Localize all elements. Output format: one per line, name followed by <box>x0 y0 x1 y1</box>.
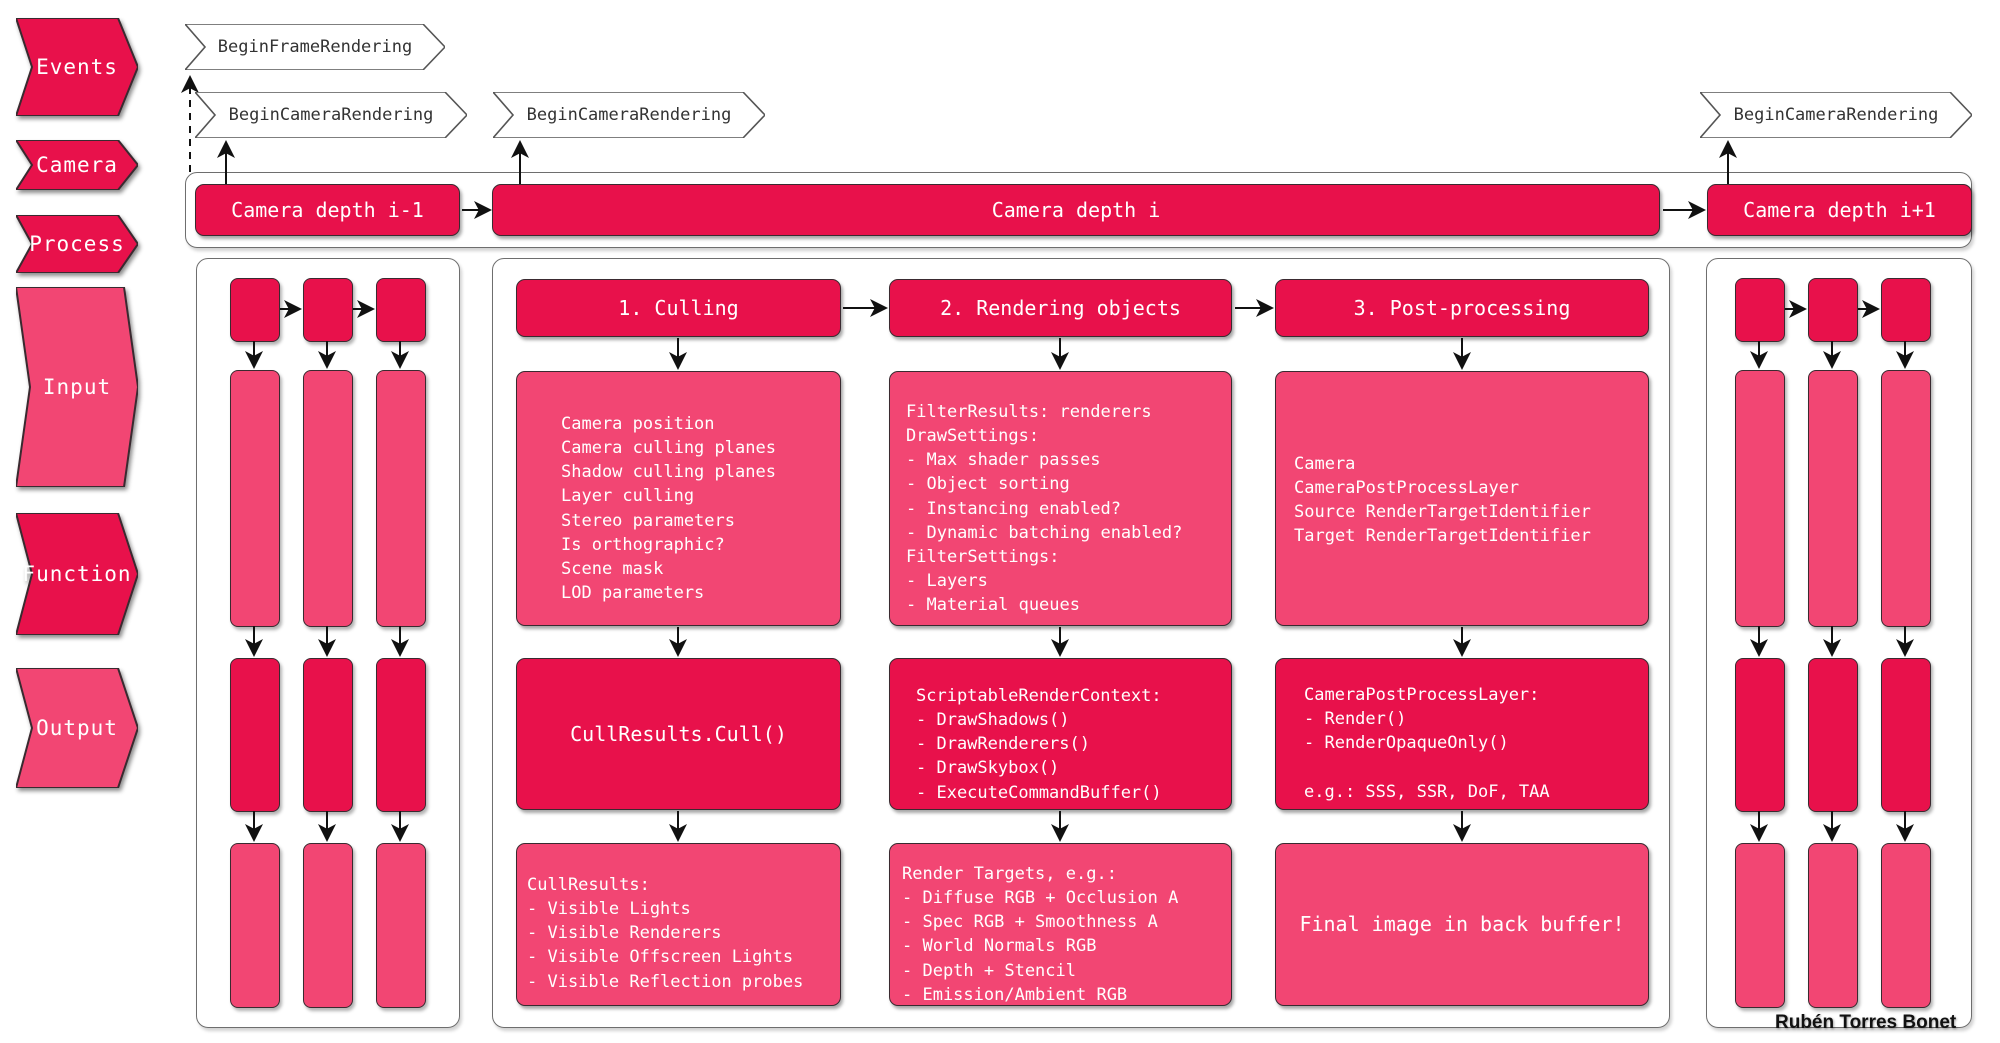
side-block <box>303 278 353 342</box>
process-label: 3. Post-processing <box>1353 295 1571 320</box>
row-label-text: Output <box>36 716 118 740</box>
side-block <box>1735 370 1785 627</box>
output-text: CullResults: - Visible Lights - Visible … <box>527 875 804 992</box>
row-label-text: Input <box>42 375 112 399</box>
function-text: CameraPostProcessLayer: - Render() - Ren… <box>1304 685 1550 802</box>
process-box-post-processing[interactable]: 3. Post-processing <box>1275 279 1649 337</box>
input-box-post-processing: Camera CameraPostProcessLayer Source Ren… <box>1275 371 1649 626</box>
event-begin-camera-rendering-1[interactable]: BeginCameraRendering <box>195 92 467 138</box>
side-block <box>1808 278 1858 342</box>
side-block <box>303 370 353 627</box>
input-text: Camera CameraPostProcessLayer Source Ren… <box>1294 454 1591 547</box>
side-block <box>376 278 426 342</box>
row-label-text: Function <box>22 562 132 586</box>
banner-shape-icon <box>16 513 138 635</box>
row-label-events: Events <box>16 18 138 116</box>
banner-shape-icon <box>16 287 138 487</box>
output-box-culling: CullResults: - Visible Lights - Visible … <box>516 843 841 1006</box>
function-text: ScriptableRenderContext: - DrawShadows()… <box>916 686 1162 803</box>
side-block <box>303 843 353 1008</box>
process-label: 1. Culling <box>618 295 739 320</box>
event-label: BeginCameraRendering <box>526 105 732 125</box>
row-label-text: Camera <box>36 153 118 177</box>
output-text: Final image in back buffer! <box>1299 912 1625 937</box>
banner-shape-icon <box>16 140 138 190</box>
process-label: 2. Rendering objects <box>940 295 1181 320</box>
banner-shape-icon <box>16 215 138 273</box>
output-box-rendering-objects: Render Targets, e.g.: - Diffuse RGB + Oc… <box>889 843 1232 1006</box>
chevron-shape-icon <box>493 92 765 138</box>
process-box-culling[interactable]: 1. Culling <box>516 279 841 337</box>
chevron-shape-icon <box>185 24 445 70</box>
side-block <box>1735 658 1785 812</box>
side-block <box>230 278 280 342</box>
side-block <box>1808 658 1858 812</box>
row-label-text: Process <box>29 232 125 256</box>
chevron-shape-icon <box>195 92 467 138</box>
side-block <box>303 658 353 812</box>
event-label: BeginCameraRendering <box>228 105 434 125</box>
current-camera-pipeline-panel <box>492 258 1670 1028</box>
side-block <box>230 370 280 627</box>
event-begin-camera-rendering-2[interactable]: BeginCameraRendering <box>493 92 765 138</box>
banner-shape-icon <box>16 668 138 788</box>
previous-camera-pipeline-panel <box>196 258 460 1028</box>
output-box-post-processing: Final image in back buffer! <box>1275 843 1649 1006</box>
function-box-culling: CullResults.Cull() <box>516 658 841 810</box>
next-camera-pipeline-panel <box>1706 258 1972 1028</box>
output-text: Render Targets, e.g.: - Diffuse RGB + Oc… <box>902 864 1179 1005</box>
row-label-camera: Camera <box>16 140 138 190</box>
side-block <box>376 658 426 812</box>
function-text: CullResults.Cull() <box>570 721 787 746</box>
side-block <box>1881 843 1931 1008</box>
row-label-text: Events <box>36 55 118 79</box>
chevron-shape-icon <box>1700 92 1972 138</box>
side-block <box>376 843 426 1008</box>
camera-box-current[interactable]: Camera depth i <box>492 184 1660 236</box>
input-text: FilterResults: renderers DrawSettings: -… <box>906 402 1183 615</box>
camera-label: Camera depth i <box>991 197 1161 222</box>
input-box-rendering-objects: FilterResults: renderers DrawSettings: -… <box>889 371 1232 626</box>
row-label-process: Process <box>16 215 138 273</box>
camera-label: Camera depth i+1 <box>1743 197 1936 222</box>
side-block <box>1881 278 1931 342</box>
side-block <box>1808 370 1858 627</box>
function-box-post-processing: CameraPostProcessLayer: - Render() - Ren… <box>1275 658 1649 810</box>
side-block <box>1881 658 1931 812</box>
camera-label: Camera depth i-1 <box>231 197 424 222</box>
author-signature: Rubén Torres Bonet <box>1775 1012 1957 1033</box>
event-begin-frame-rendering[interactable]: BeginFrameRendering <box>185 24 445 70</box>
side-block <box>1735 278 1785 342</box>
row-label-input: Input <box>16 287 138 487</box>
camera-box-next[interactable]: Camera depth i+1 <box>1707 184 1972 236</box>
side-block <box>230 658 280 812</box>
input-text: Camera position Camera culling planes Sh… <box>561 414 776 603</box>
event-label: BeginFrameRendering <box>217 37 413 57</box>
event-begin-camera-rendering-3[interactable]: BeginCameraRendering <box>1700 92 1972 138</box>
process-box-rendering-objects[interactable]: 2. Rendering objects <box>889 279 1232 337</box>
side-block <box>230 843 280 1008</box>
side-block <box>376 370 426 627</box>
side-block <box>1808 843 1858 1008</box>
side-block <box>1735 843 1785 1008</box>
side-block <box>1881 370 1931 627</box>
camera-box-previous[interactable]: Camera depth i-1 <box>195 184 460 236</box>
input-box-culling: Camera position Camera culling planes Sh… <box>516 371 841 626</box>
function-box-rendering-objects: ScriptableRenderContext: - DrawShadows()… <box>889 658 1232 810</box>
row-label-function: Function <box>16 513 138 635</box>
event-label: BeginCameraRendering <box>1733 105 1939 125</box>
banner-shape-icon <box>16 18 138 116</box>
row-label-output: Output <box>16 668 138 788</box>
